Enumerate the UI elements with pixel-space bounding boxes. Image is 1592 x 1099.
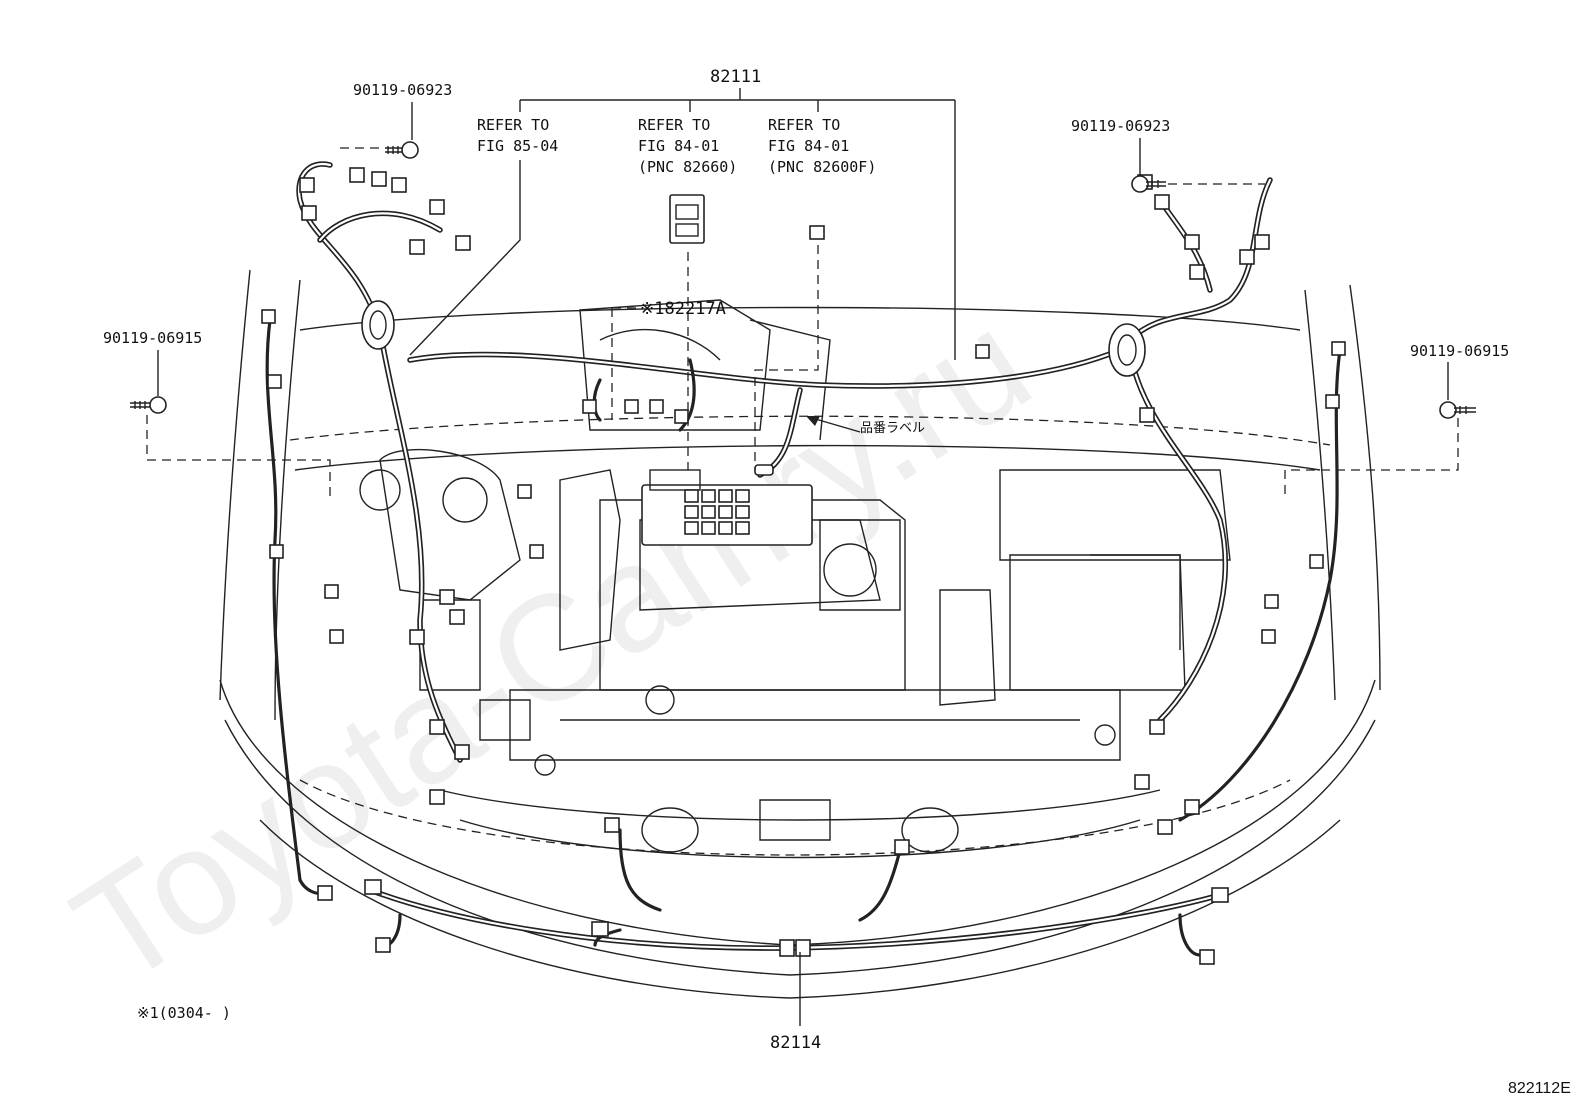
ref-3-line2: FIG 84-01 <box>768 137 849 155</box>
ref-3-line1: REFER TO <box>768 116 840 134</box>
bolt-mid-left-icon <box>130 396 167 414</box>
ref-2-line3: (PNC 82660) <box>638 158 737 176</box>
watermark: Toyota-Camry.ru <box>46 278 1058 1017</box>
bolt-top-right-icon <box>1131 175 1166 193</box>
footnote: ※1(0304- ) <box>137 1004 231 1022</box>
part-82111-label: 82111 <box>710 67 761 87</box>
part-number-label-tag: 品番ラベル <box>860 421 925 436</box>
leader-lines <box>146 88 1459 1026</box>
car-body-outline <box>219 269 1381 999</box>
ref-3-line3: (PNC 82600F) <box>768 158 876 176</box>
bolt-top-left-label: 90119-06923 <box>353 81 452 99</box>
connectors <box>261 167 1346 965</box>
bolt-top-left-icon <box>385 141 419 159</box>
ref-1-line1: REFER TO <box>477 116 549 134</box>
bolts <box>130 141 1476 419</box>
grommets <box>361 300 1146 377</box>
diagram-id: 822112E <box>1508 1080 1571 1097</box>
bolt-top-right-label: 90119-06923 <box>1071 117 1170 135</box>
bolt-mid-left-label: 90119-06915 <box>103 329 202 347</box>
bolt-mid-right-label: 90119-06915 <box>1410 342 1509 360</box>
part-82114-label: 82114 <box>770 1033 821 1053</box>
ref-2-line2: FIG 84-01 <box>638 137 719 155</box>
labels: 82111 90119-06923 90119-06923 90119-0691… <box>103 67 1571 1097</box>
bolt-mid-right-icon <box>1439 401 1476 419</box>
ref-1-line2: FIG 85-04 <box>477 137 558 155</box>
part-82217a-label: ※182217A <box>640 299 726 319</box>
ref-2-line1: REFER TO <box>638 116 710 134</box>
